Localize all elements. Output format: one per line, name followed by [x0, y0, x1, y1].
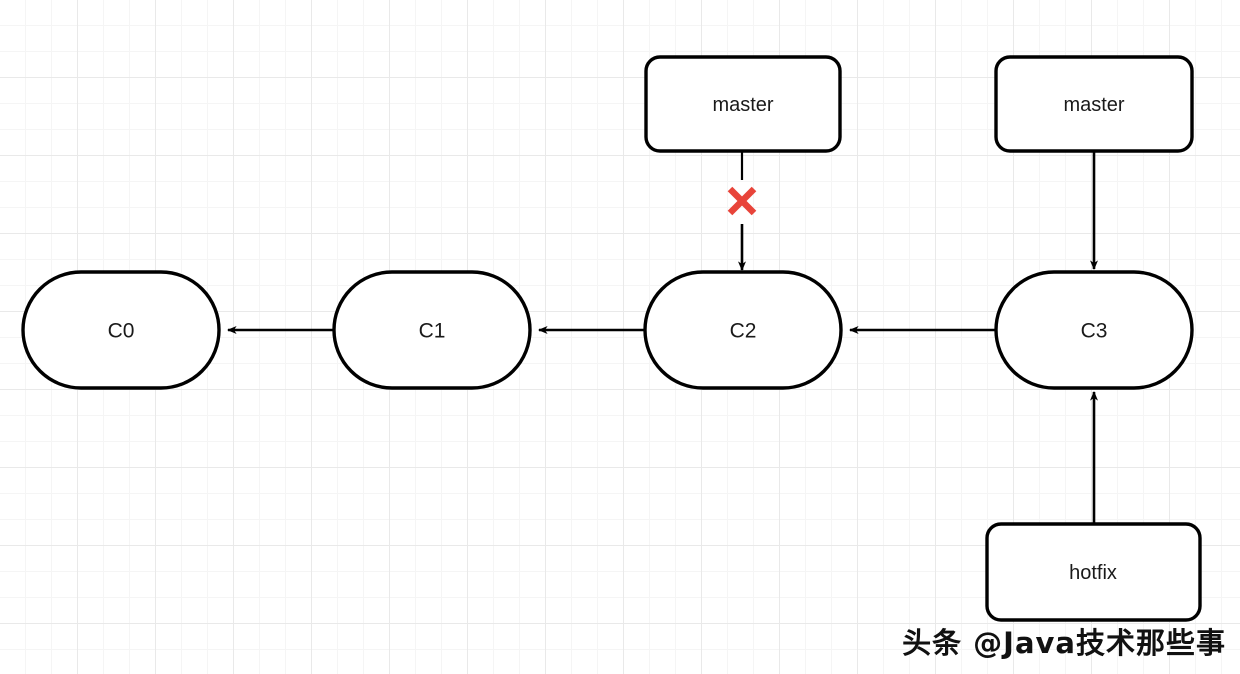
branch-boxes: master master hotfix	[644, 55, 1202, 622]
commit-node-c1[interactable]: C1	[332, 270, 532, 390]
branch-box-master-right-shape	[994, 55, 1194, 153]
branch-box-master-left[interactable]: master	[644, 55, 842, 153]
commit-node-c3[interactable]: C3	[994, 270, 1194, 390]
branch-box-hotfix[interactable]: hotfix	[985, 522, 1202, 622]
commit-c0-shape	[21, 270, 221, 390]
x-mark-icon	[727, 186, 757, 216]
branch-box-hotfix-label: hotfix	[1069, 562, 1117, 584]
commit-c3-label: C3	[1081, 320, 1108, 343]
branch-box-master-left-shape	[644, 55, 842, 153]
commit-c2-shape	[643, 270, 843, 390]
commit-c0-label: C0	[108, 320, 135, 343]
x-mark-stroke-b	[727, 186, 757, 216]
commit-node-c0[interactable]: C0	[21, 270, 221, 390]
commit-node-c2[interactable]: C2	[643, 270, 843, 390]
branch-box-hotfix-shape	[985, 522, 1202, 622]
branch-box-master-left-label: master	[712, 94, 773, 116]
commit-c1-shape	[332, 270, 532, 390]
branch-box-master-right-label: master	[1063, 94, 1124, 116]
branch-pointer-edges	[737, 151, 1099, 524]
commit-c2-label: C2	[730, 320, 757, 343]
commit-c3-shape	[994, 270, 1194, 390]
commit-nodes: C0 C1 C2 C3	[21, 270, 1194, 390]
commit-c1-label: C1	[419, 320, 446, 343]
branch-box-master-right[interactable]: master	[994, 55, 1194, 153]
